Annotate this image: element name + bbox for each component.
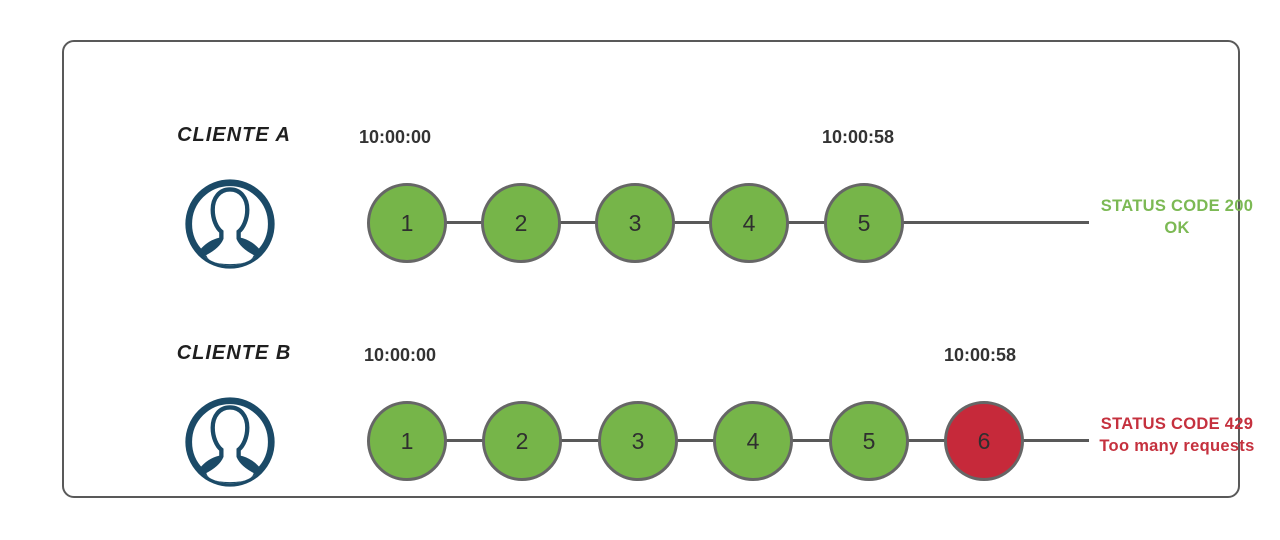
request-circle-ok: 3 bbox=[595, 183, 675, 263]
timestamp-end: 10:00:58 bbox=[944, 345, 1017, 365]
request-circle-ok: 5 bbox=[829, 401, 909, 481]
timestamp-start: 10:00:00 bbox=[364, 345, 437, 365]
request-circle-blocked: 6 bbox=[944, 401, 1024, 481]
status-message-line: OK bbox=[1164, 219, 1190, 237]
diagram-frame: CLIENTE A 10:00:00 10:00:58 1 2 3 4 5 ST… bbox=[62, 40, 1254, 498]
status-code-200: STATUS CODE 200 OK bbox=[1092, 195, 1262, 239]
user-avatar-icon bbox=[185, 397, 275, 487]
request-circle-ok: 2 bbox=[481, 183, 561, 263]
status-code-line: STATUS CODE 429 bbox=[1100, 415, 1254, 433]
timestamp-end: 10:00:58 bbox=[822, 127, 895, 147]
client-a-row: CLIENTE A 10:00:00 10:00:58 1 2 3 4 5 ST… bbox=[64, 124, 1280, 324]
request-circle-ok: 4 bbox=[709, 183, 789, 263]
timestamp-start: 10:00:00 bbox=[359, 127, 432, 147]
request-circle-ok: 1 bbox=[367, 401, 447, 481]
request-circle-ok: 4 bbox=[713, 401, 793, 481]
request-circle-ok: 1 bbox=[367, 183, 447, 263]
client-a-label: CLIENTE A bbox=[177, 124, 291, 146]
request-circle-ok: 3 bbox=[598, 401, 678, 481]
request-circle-ok: 5 bbox=[824, 183, 904, 263]
status-code-429: STATUS CODE 429 Too many requests bbox=[1092, 413, 1262, 457]
request-circle-ok: 2 bbox=[482, 401, 562, 481]
user-avatar-icon bbox=[185, 179, 275, 269]
client-b-label: CLIENTE B bbox=[176, 342, 292, 364]
client-b-row: CLIENTE B 10:00:00 10:00:58 1 2 3 4 5 6 … bbox=[64, 342, 1280, 540]
status-message-line: Too many requests bbox=[1099, 437, 1255, 455]
status-code-line: STATUS CODE 200 bbox=[1100, 197, 1254, 215]
